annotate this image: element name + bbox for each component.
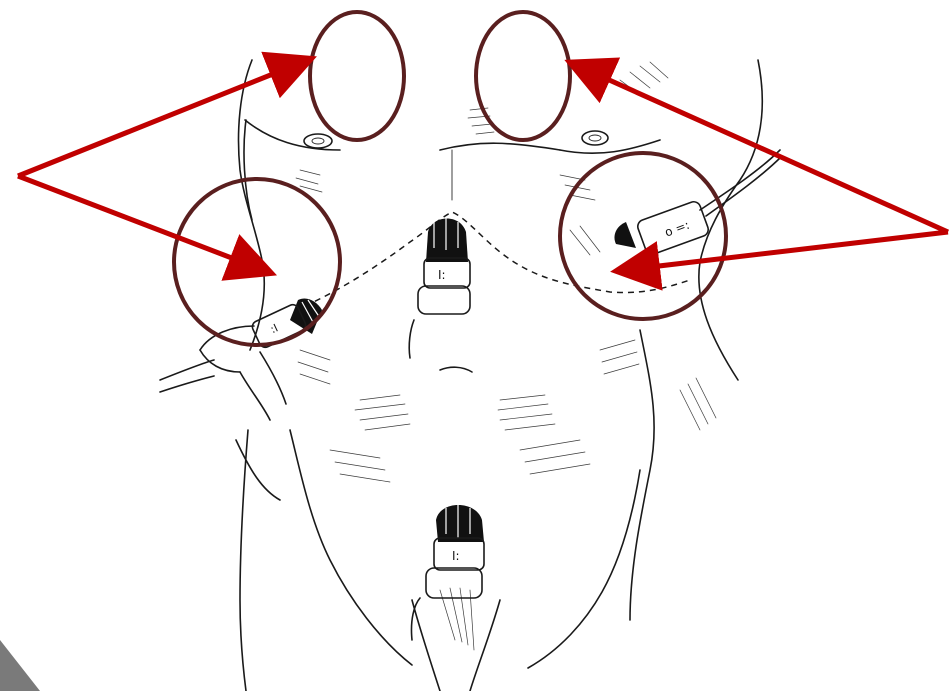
costal-margin-line	[305, 212, 690, 306]
subxiphoid-probe: I:	[409, 218, 470, 358]
arrow-to-right-flank	[18, 176, 263, 270]
svg-text:o =:: o =:	[663, 218, 692, 240]
highlight-circles	[174, 12, 726, 345]
svg-text::I: :I	[268, 321, 280, 336]
corner-shadow	[0, 640, 40, 691]
torso-outline	[239, 60, 763, 691]
luq-probe: o =:	[614, 150, 782, 256]
abdomen-shading	[296, 62, 716, 650]
arrow-to-right-chest	[18, 62, 303, 176]
arrow-to-left-chest	[578, 66, 948, 232]
ruq-probe-with-hand: :I	[160, 298, 322, 500]
arrow-to-left-flank	[625, 232, 948, 270]
circle-right-chest	[310, 12, 404, 140]
svg-text:I:: I:	[438, 268, 446, 282]
suprapubic-probe: I:	[411, 504, 484, 640]
svg-text:I:: I:	[452, 549, 460, 563]
circle-left-flank	[560, 153, 726, 319]
pointer-arrows	[18, 62, 948, 270]
circle-left-chest	[476, 12, 570, 140]
